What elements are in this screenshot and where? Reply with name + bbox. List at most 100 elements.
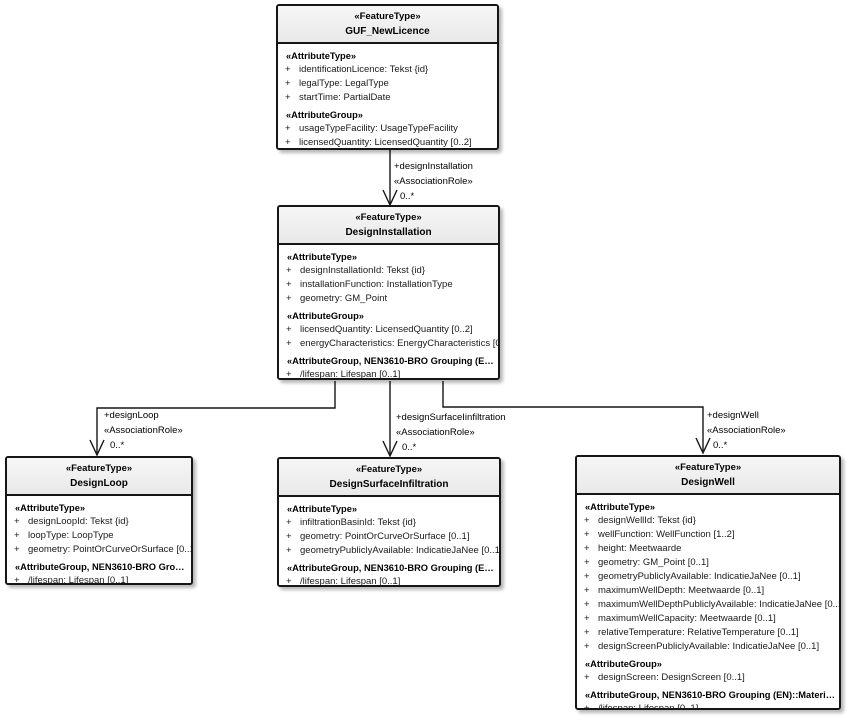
attribute-text: geometry: PointOrCurveOrSurface [0..1] — [28, 544, 191, 555]
visibility-public-marker: + — [584, 672, 590, 683]
arrowhead-designwell — [695, 437, 711, 455]
association-multiplicity: 0..* — [713, 440, 728, 451]
attribute-group-header: «AttributeGroup» — [287, 311, 364, 321]
visibility-public-marker: + — [584, 703, 590, 710]
attribute-group-header: «AttributeType» — [585, 502, 656, 512]
attribute-text: designScreenPubliclyAvailable: Indicatie… — [598, 641, 820, 652]
attribute-row: + geometryPubliclyAvailable: IndicatieJaN… — [279, 544, 499, 558]
connector-designwell-line[interactable] — [442, 381, 704, 451]
visibility-public-marker: + — [285, 92, 291, 103]
attribute-text: designScreen: DesignScreen [0..1] — [598, 672, 745, 683]
association-stereotype: «AssociationRole» — [707, 425, 786, 436]
attribute-group-header: «AttributeGroup, NEN3610-BRO Grouping (E… — [585, 690, 839, 700]
visibility-public-marker: + — [584, 571, 590, 582]
arrowhead-designsurfaceinfiltration — [382, 440, 398, 458]
class-attributes: «AttributeType» + identificationLicence: T… — [278, 44, 497, 148]
attribute-row: +licensedQuantity: LicensedQuantity [0..… — [278, 136, 497, 148]
visibility-public-marker: + — [286, 576, 292, 587]
visibility-public-marker: + — [286, 293, 292, 304]
attribute-row: +relativeTemperature: RelativeTemperatur… — [577, 626, 839, 640]
class-stereotype: «FeatureType» — [354, 11, 421, 22]
class-header: «FeatureType» DesignInstallation — [279, 207, 498, 245]
attribute-text: designLoopId: Tekst {id} — [28, 516, 129, 527]
attribute-row: + /lifespan: Lifespan [0..1] — [279, 368, 498, 380]
attribute-text: licensedQuantity: LicensedQuantity [0..2… — [299, 137, 472, 148]
visibility-public-marker: + — [285, 78, 291, 89]
attribute-row: +wellFunction: WellFunction [1..2] — [577, 528, 839, 542]
association-multiplicity: 0..* — [402, 442, 417, 453]
attribute-row: +loopType: LoopType — [7, 529, 191, 543]
visibility-public-marker: + — [14, 575, 20, 585]
attribute-row: +designInstallationId: Tekst {id} — [279, 264, 498, 278]
attribute-row: + startTime: PartialDate — [278, 91, 497, 105]
class-stereotype: «FeatureType» — [674, 462, 742, 473]
visibility-public-marker: + — [285, 64, 291, 75]
attribute-text: /lifespan: Lifespan [0..1] — [598, 703, 699, 710]
visibility-public-marker: + — [286, 545, 292, 556]
attribute-text: /lifespan: Lifespan [0..1] — [300, 369, 401, 380]
attribute-text: identificationLicence: Tekst {id} — [299, 64, 429, 75]
class-designsurfaceinfiltration[interactable]: «FeatureType» DesignSurfaceInfiltration … — [277, 457, 501, 587]
visibility-public-marker: + — [584, 585, 590, 596]
class-header: «FeatureType» DesignLoop — [7, 458, 191, 496]
association-stereotype: «AssociationRole» — [104, 425, 183, 436]
class-name: DesignWell — [681, 477, 735, 488]
attribute-text: infiltrationBasinId: Tekst {id} — [300, 517, 417, 528]
attribute-row: + geometryPubliclyAvailable: IndicatieJaN… — [577, 570, 839, 584]
visibility-public-marker: + — [14, 516, 20, 527]
attribute-text: /lifespan: Lifespan [0..1] — [28, 575, 129, 585]
connector-designloop-line[interactable] — [96, 381, 336, 453]
attribute-text: installationFunction: InstallationType — [300, 279, 453, 290]
attribute-row: +designScreenPubliclyAvailable: Indicati… — [577, 640, 839, 654]
attribute-row: +licensedQuantity: LicensedQuantity [0..… — [279, 323, 498, 337]
attribute-group-header: «AttributeType» — [286, 51, 357, 61]
visibility-public-marker: + — [14, 530, 20, 541]
class-designloop[interactable]: «FeatureType» DesignLoop «AttributeType»… — [5, 456, 193, 585]
class-name: DesignInstallation — [345, 227, 432, 238]
attribute-text: relativeTemperature: RelativeTemperature… — [598, 627, 799, 638]
attribute-group-header: «AttributeGroup, NEN3610-BRO Groupin... — [15, 562, 191, 572]
attribute-text: maximumWellCapacity: Meetwaarde [0..1] — [598, 613, 776, 624]
class-name: GUF_NewLicence — [345, 26, 430, 37]
attribute-row: + identificationLicence: Tekst {id} — [278, 63, 497, 77]
attribute-text: designWellId: Tekst {id} — [598, 515, 696, 526]
association-multiplicity: 0..* — [110, 440, 125, 451]
visibility-public-marker: + — [286, 279, 292, 290]
visibility-public-marker: + — [286, 338, 292, 349]
attribute-text: height: Meetwaarde — [598, 543, 682, 554]
class-stereotype: «FeatureType» — [355, 212, 422, 223]
class-header: «FeatureType» DesignWell — [577, 457, 839, 495]
attribute-row: + maximumWellDepth: Meetwaarde [0..1] — [577, 584, 839, 598]
attribute-text: energyCharacteristics: EnergyCharacteris… — [300, 338, 498, 349]
attribute-row: +geometry: GM_Point [0..1] — [577, 556, 839, 570]
attribute-row: +maximumWellCapacity: Meetwaarde [0..1] — [577, 612, 839, 626]
attribute-text: maximumWellDepthPubliclyAvailable: Indic… — [598, 599, 839, 610]
association-role-name: +designInstallation — [394, 161, 473, 172]
attribute-text: geometry: GM_Point [0..1] — [598, 557, 709, 568]
association-role-name: +designSurfaceIinfiltration — [396, 412, 506, 423]
class-guf-newlicence[interactable]: «FeatureType» GUF_NewLicence «AttributeT… — [276, 4, 499, 150]
attribute-text: geometryPubliclyAvailable: IndicatieJaNe… — [598, 571, 801, 582]
attribute-row: +geometry: PointOrCurveOrSurface [0..1] — [279, 530, 499, 544]
visibility-public-marker: + — [286, 531, 292, 542]
attribute-group-header: «AttributeType» — [287, 504, 358, 514]
attribute-row: +geometry: PointOrCurveOrSurface [0..1] — [7, 543, 191, 557]
attribute-text: /lifespan: Lifespan [0..1] — [300, 576, 401, 587]
class-header: «FeatureType» GUF_NewLicence — [278, 6, 497, 44]
attribute-row: + energyCharacteristics: EnergyCharacteri… — [279, 337, 498, 351]
class-designinstallation[interactable]: «FeatureType» DesignInstallation «Attrib… — [277, 205, 500, 380]
attribute-row: +usageTypeFacility: UsageTypeFacility — [278, 122, 497, 136]
visibility-public-marker: + — [584, 599, 590, 610]
association-stereotype: «AssociationRole» — [394, 176, 473, 187]
class-attributes: «AttributeType» + infiltrationBasinId: Tek… — [279, 497, 499, 587]
visibility-public-marker: + — [285, 123, 291, 134]
attribute-row: + designScreen: DesignScreen [0..1] — [577, 671, 839, 685]
class-designwell[interactable]: «FeatureType» DesignWell «AttributeType»… — [575, 455, 841, 710]
attribute-row: +height: Meetwaarde — [577, 542, 839, 556]
attribute-text: maximumWellDepth: Meetwaarde [0..1] — [598, 585, 765, 596]
attribute-row: + /lifespan: Lifespan [0..1] — [577, 702, 839, 710]
attribute-text: startTime: PartialDate — [299, 92, 391, 103]
visibility-public-marker: + — [286, 369, 292, 380]
attribute-text: geometryPubliclyAvailable: IndicatieJaNe… — [300, 545, 499, 556]
